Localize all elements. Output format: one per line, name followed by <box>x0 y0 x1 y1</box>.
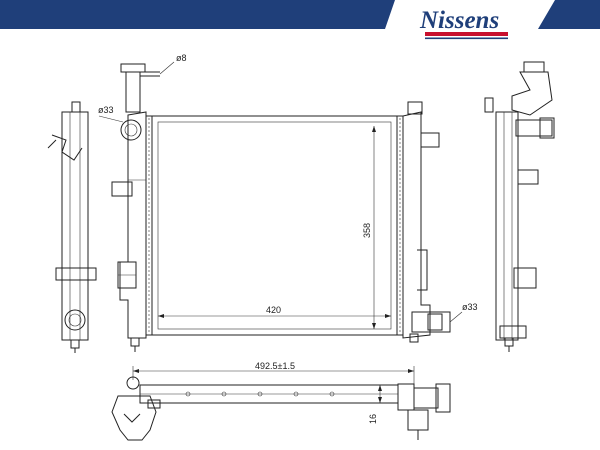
bottom-view: 492.5±1.5 16 <box>111 361 451 441</box>
left-tank-outline <box>119 111 147 339</box>
core-height-label: 358 <box>362 223 372 238</box>
left-side-port <box>64 309 86 331</box>
front-view: ø8 ø33 ø33 420 358 <box>98 53 478 352</box>
left-side-mount <box>55 267 97 281</box>
bottom-left-mount <box>126 376 140 390</box>
right-tank-outline <box>402 111 431 339</box>
left-side-view <box>47 101 97 353</box>
brand-name: Nissens <box>419 7 499 34</box>
bottom-left-tank <box>111 395 157 441</box>
inlet-port <box>120 119 142 141</box>
left-bracket <box>111 181 133 197</box>
core-outline <box>151 115 398 336</box>
right-side-neck <box>511 71 553 116</box>
right-mid-bracket <box>417 249 428 291</box>
right-side-inlet <box>515 119 553 137</box>
filler-neck <box>125 71 141 113</box>
pipe-diameter-label: ø8 <box>176 53 187 63</box>
left-side-clip <box>51 134 83 161</box>
brand-logo: Nissens <box>419 7 508 40</box>
depth-label: 16 <box>368 414 378 424</box>
left-side-profile <box>61 111 89 341</box>
header-banner-right <box>538 0 600 29</box>
header-banner-left <box>0 0 395 29</box>
right-side-bracket <box>517 169 539 185</box>
right-bracket <box>420 132 440 148</box>
filler-cap <box>120 63 146 73</box>
right-side-cap <box>523 61 545 73</box>
core-inner <box>157 121 392 330</box>
logo-red-stripe <box>425 32 508 36</box>
right-side-view <box>484 61 555 352</box>
bottom-outlet <box>413 387 439 409</box>
outlet-diameter-label: ø33 <box>462 302 478 312</box>
right-side-mount <box>513 267 537 289</box>
logo-blue-stripe <box>425 37 508 40</box>
outlet-port <box>411 311 451 333</box>
right-side-profile <box>495 111 519 341</box>
overall-length-label: 492.5±1.5 <box>255 361 295 371</box>
core-width-label: 420 <box>266 305 281 315</box>
bottom-right-tank <box>397 383 415 411</box>
inlet-diameter-label: ø33 <box>98 105 114 115</box>
